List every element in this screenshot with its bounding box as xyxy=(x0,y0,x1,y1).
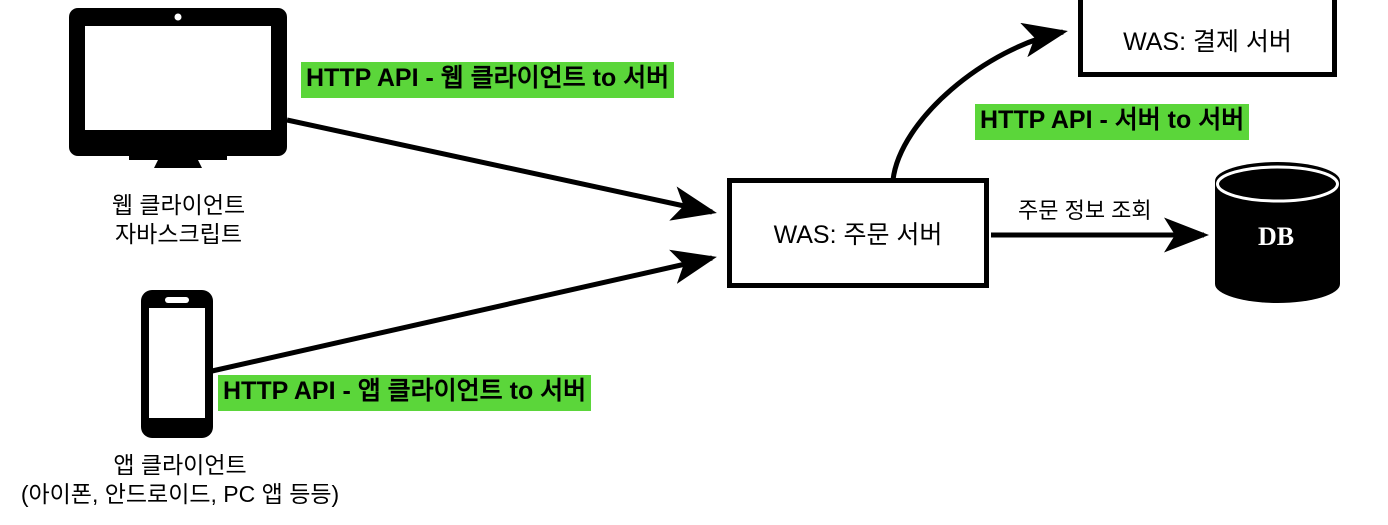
database-label: DB xyxy=(1258,222,1295,251)
app-client-caption-line1: 앱 클라이언트 xyxy=(113,452,247,478)
web-client-caption-line2: 자바스크립트 xyxy=(115,220,242,247)
web-client-caption: 웹 클라이언트 자바스크립트 xyxy=(56,191,301,249)
app-client-caption: 앱 클라이언트 (아이폰, 안드로이드, PC 앱 등등) xyxy=(0,451,360,509)
web-client-caption-line1: 웹 클라이언트 xyxy=(111,192,246,218)
edge-web-client-to-order-server xyxy=(286,117,717,221)
edge-label-web-client-to-server: HTTP API - 웹 클라이언트 to 서버 xyxy=(301,62,675,98)
edge-label-app-client-to-server: HTTP API - 앱 클라이언트 to 서버 xyxy=(218,375,592,411)
edge-label-server-to-server: HTTP API - 서버 to 서버 xyxy=(975,104,1250,140)
app-client-caption-line2: (아이폰, 안드로이드, PC 앱 등등) xyxy=(20,480,340,507)
payment-server-box[interactable]: WAS: 결제 서버 xyxy=(1078,0,1337,77)
edge-app-client-to-order-server xyxy=(211,249,717,374)
order-server-label: WAS: 주문 서버 xyxy=(773,221,943,249)
payment-server-label: WAS: 결제 서버 xyxy=(1123,28,1292,56)
edge-label-order-info-lookup: 주문 정보 조회 xyxy=(1018,198,1152,223)
order-server-box[interactable]: WAS: 주문 서버 xyxy=(727,178,989,288)
edge-order-server-to-payment-server xyxy=(890,22,1068,181)
